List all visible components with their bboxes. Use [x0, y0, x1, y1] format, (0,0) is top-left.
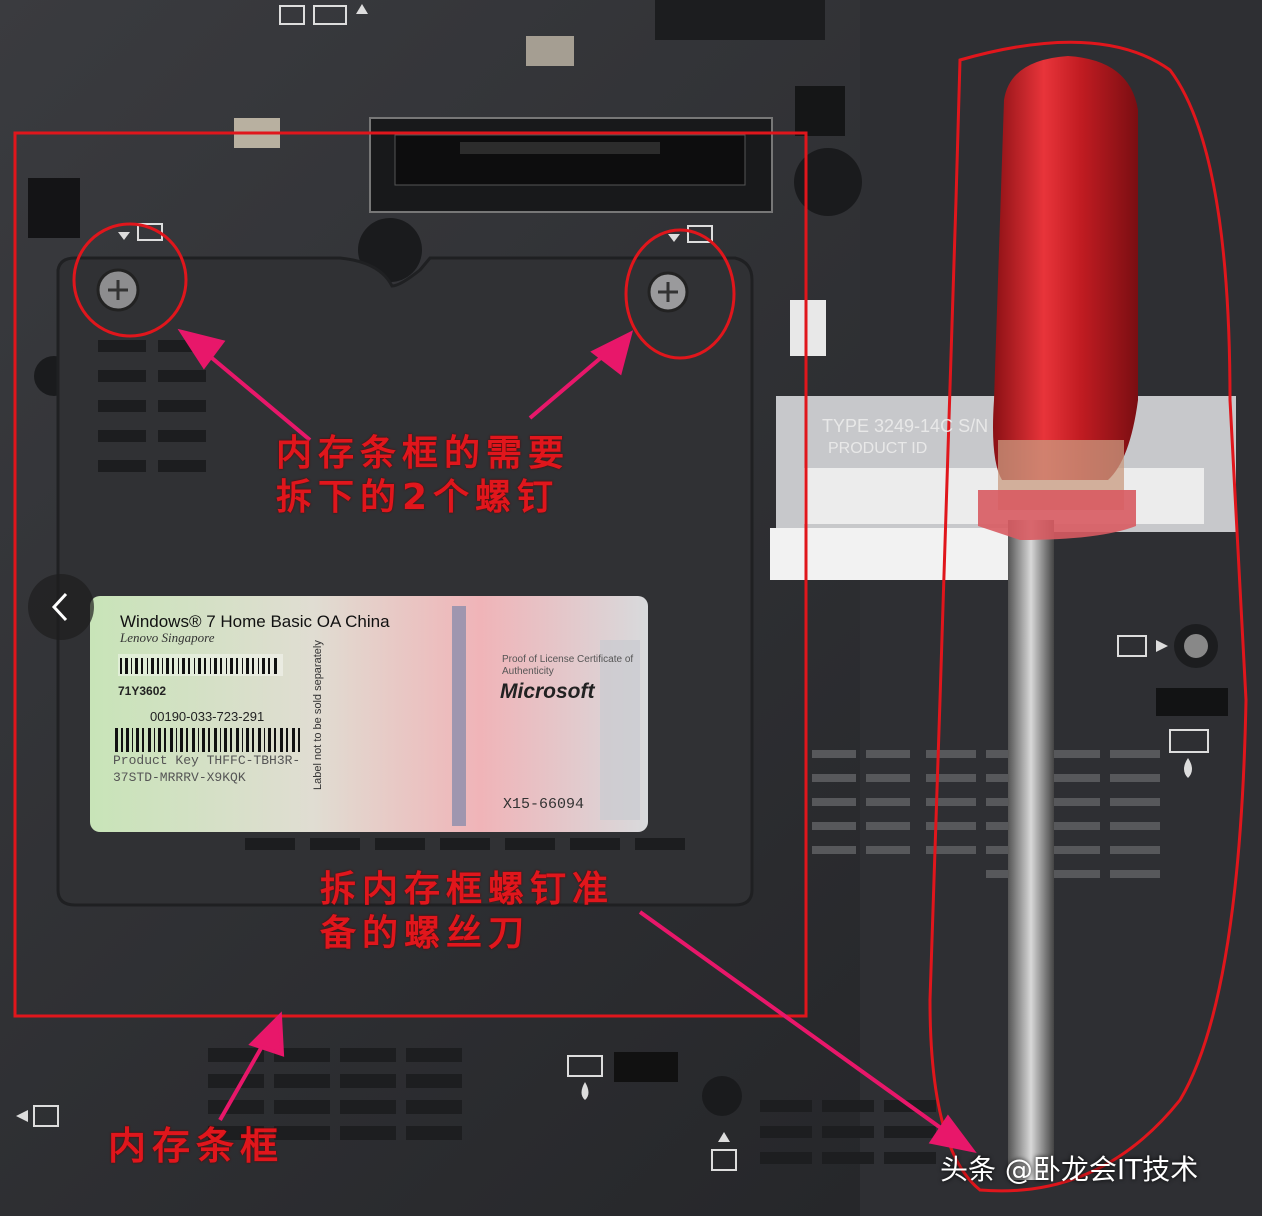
coa-brand: Microsoft	[500, 680, 595, 703]
memory-frame-annotation: 内存条框	[108, 1124, 285, 1168]
chevron-left-icon	[51, 592, 68, 622]
screws-annotation-line2: 拆下的2个螺钉	[276, 477, 560, 518]
screw-left-circle	[72, 222, 188, 338]
screwdriver-annotation-line2: 备的螺丝刀	[320, 913, 531, 954]
back-button[interactable]	[28, 574, 94, 640]
coa-product-key-2: 37STD-MRRRV-X9KQK	[113, 770, 246, 785]
coa-sticker	[90, 596, 648, 832]
coa-serial: X15-66094	[503, 796, 585, 813]
coa-code: 71Y3602	[118, 684, 167, 698]
screwdriver	[978, 56, 1138, 1180]
screw-right-circle	[624, 228, 736, 360]
screwdriver-annotation-line1: 拆内存框螺钉准	[320, 869, 615, 910]
type-label-line2: PRODUCT ID	[828, 440, 928, 457]
screws-annotation: 内存条框的需要 拆下的2个螺钉	[276, 432, 570, 520]
watermark: 头条 @卧龙会IT技术	[940, 1153, 1199, 1186]
coa-title: Windows® 7 Home Basic OA China	[120, 612, 390, 631]
screwdriver-annotation: 拆内存框螺钉准 备的螺丝刀	[320, 868, 614, 956]
coa-product-key-1: Product Key THFFC-TBH3R-	[113, 753, 301, 768]
coa-side-text: Label not to be sold separately	[312, 640, 324, 790]
coa-proof-text: Proof of License Certificate of Authenti…	[502, 654, 634, 677]
type-label-line1: TYPE 3249-14C S/N	[822, 416, 989, 436]
screws-annotation-line1: 内存条框的需要	[276, 433, 571, 474]
screwdriver-outline	[928, 40, 1248, 1193]
coa-subtitle: Lenovo Singapore	[120, 630, 215, 645]
coa-number: 00190-033-723-291	[150, 709, 265, 724]
memory-frame-box	[13, 131, 808, 1018]
